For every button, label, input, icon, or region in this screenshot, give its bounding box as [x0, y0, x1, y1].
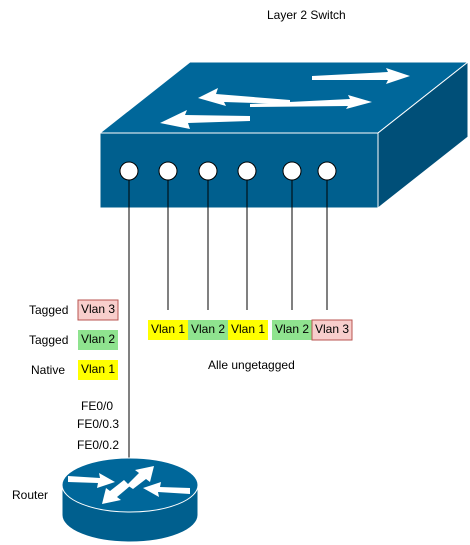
- switch-port-4: [282, 161, 302, 181]
- access-vlan-box-1: [148, 320, 188, 340]
- trunk-vlan-label-2: Vlan 2: [81, 332, 115, 346]
- trunk-vlan-box-3: [78, 360, 118, 380]
- router-interface-1: FE0/0: [81, 399, 113, 413]
- trunk-mode-label-2: Tagged: [29, 333, 68, 347]
- switch-port-1: [158, 161, 178, 181]
- access-vlan-box-4: [272, 320, 312, 340]
- trunk-vlan-box-1: [77, 299, 119, 321]
- access-vlan-label-1: Vlan 1: [151, 322, 185, 336]
- switch-ports: [119, 161, 337, 181]
- router-interface-3: FE0/0.2: [77, 438, 119, 452]
- switch-port-2: [198, 161, 218, 181]
- switch-port-5: [317, 161, 337, 181]
- switch-port-router: [119, 161, 139, 181]
- trunk-vlan-list: Tagged Vlan 3 Tagged Vlan 2 Native Vlan …: [29, 299, 119, 380]
- trunk-vlan-label-1: Vlan 3: [81, 302, 115, 316]
- router: [61, 457, 199, 543]
- trunk-vlan-label-3: Vlan 1: [81, 362, 115, 376]
- router-interface-2: FE0/0.3: [77, 417, 119, 431]
- untagged-note: Alle ungetagged: [208, 358, 295, 372]
- access-vlan-box-3: [228, 320, 268, 340]
- switch-title: Layer 2 Switch: [267, 8, 346, 22]
- access-vlan-box-2: [188, 320, 228, 340]
- access-vlan-label-4: Vlan 2: [275, 322, 309, 336]
- router-interfaces: FE0/0 FE0/0.3 FE0/0.2: [77, 399, 119, 452]
- trunk-mode-label-1: Tagged: [29, 303, 68, 317]
- switch-port-3: [237, 161, 257, 181]
- layer2-switch: [98, 60, 470, 210]
- access-vlan-row: Vlan 1 Vlan 2 Vlan 1 Vlan 2 Vlan 3: [148, 319, 353, 341]
- trunk-mode-label-3: Native: [31, 363, 65, 377]
- cables: [128, 180, 328, 458]
- switch-arrows-icon: [160, 68, 410, 129]
- access-vlan-label-3: Vlan 1: [231, 322, 265, 336]
- access-vlan-label-5: Vlan 3: [315, 322, 349, 336]
- router-arrows-icon: [68, 466, 190, 504]
- trunk-vlan-box-2: [78, 330, 118, 350]
- access-vlan-box-5: [311, 319, 353, 341]
- access-vlan-label-2: Vlan 2: [191, 322, 225, 336]
- router-label: Router: [12, 488, 48, 502]
